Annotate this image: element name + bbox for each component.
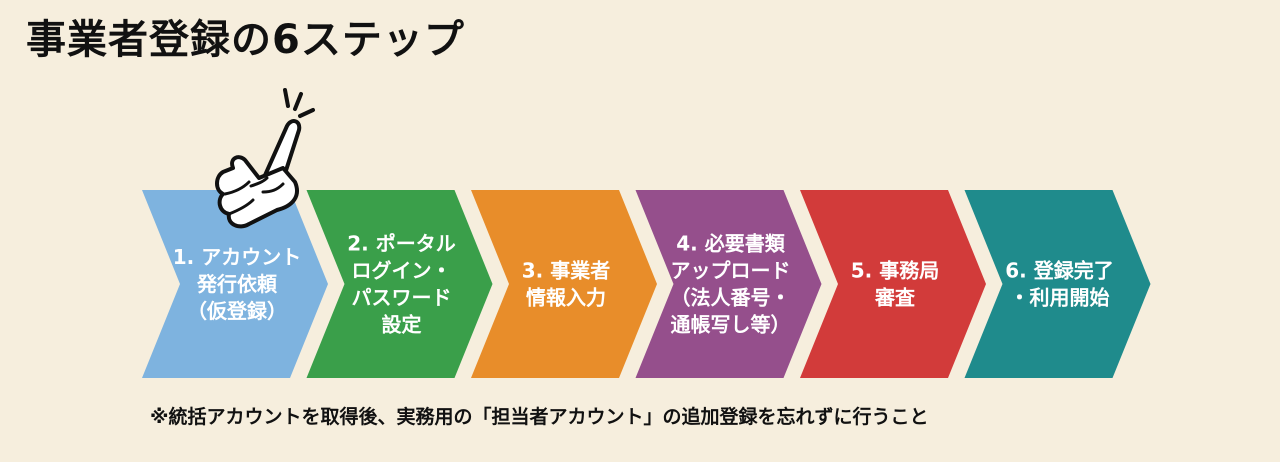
step-2-label-line: ログイン・: [352, 259, 452, 283]
step-1-label-line: 1. アカウント: [173, 245, 301, 269]
step-5-label-line: 5. 事務局: [851, 259, 939, 283]
step-3-chevron: [471, 190, 657, 378]
step-4-label-line: 4. 必要書類: [676, 232, 785, 256]
step-4-chevron: [635, 190, 822, 378]
step-4-label-line: アップロード: [671, 259, 791, 283]
pointing-hand-icon: [215, 88, 315, 229]
step-6-chevron: [964, 190, 1151, 378]
step-1-label-line: 発行依頼: [196, 272, 278, 296]
page-title: 事業者登録の6ステップ: [26, 17, 465, 63]
step-5-label-line: 審査: [874, 286, 915, 310]
step-3-label-line: 3. 事業者: [522, 259, 610, 283]
step-5-chevron: [800, 190, 986, 378]
step-2-label-line: パスワード: [352, 286, 452, 310]
step-4-label-line: （法人番号・: [671, 286, 791, 310]
footnote: ※統括アカウントを取得後、実務用の「担当者アカウント」の追加登録を忘れずに行うこ…: [150, 406, 929, 428]
step-2-label-line: 2. ポータル: [347, 232, 455, 256]
step-6: 6. 登録完了・利用開始: [964, 190, 1151, 378]
step-4-label-line: 通帳写し等）: [671, 313, 791, 337]
step-2-chevron: [306, 190, 493, 378]
step-3-label-line: 情報入力: [526, 286, 606, 310]
step-1-chevron: [142, 190, 328, 378]
step-2-label-line: 設定: [382, 313, 422, 337]
step-6-label-line: 6. 登録完了: [1005, 259, 1113, 283]
step-6-label-line: ・利用開始: [1010, 286, 1110, 310]
step-1-label-line: （仮登録）: [187, 299, 287, 323]
